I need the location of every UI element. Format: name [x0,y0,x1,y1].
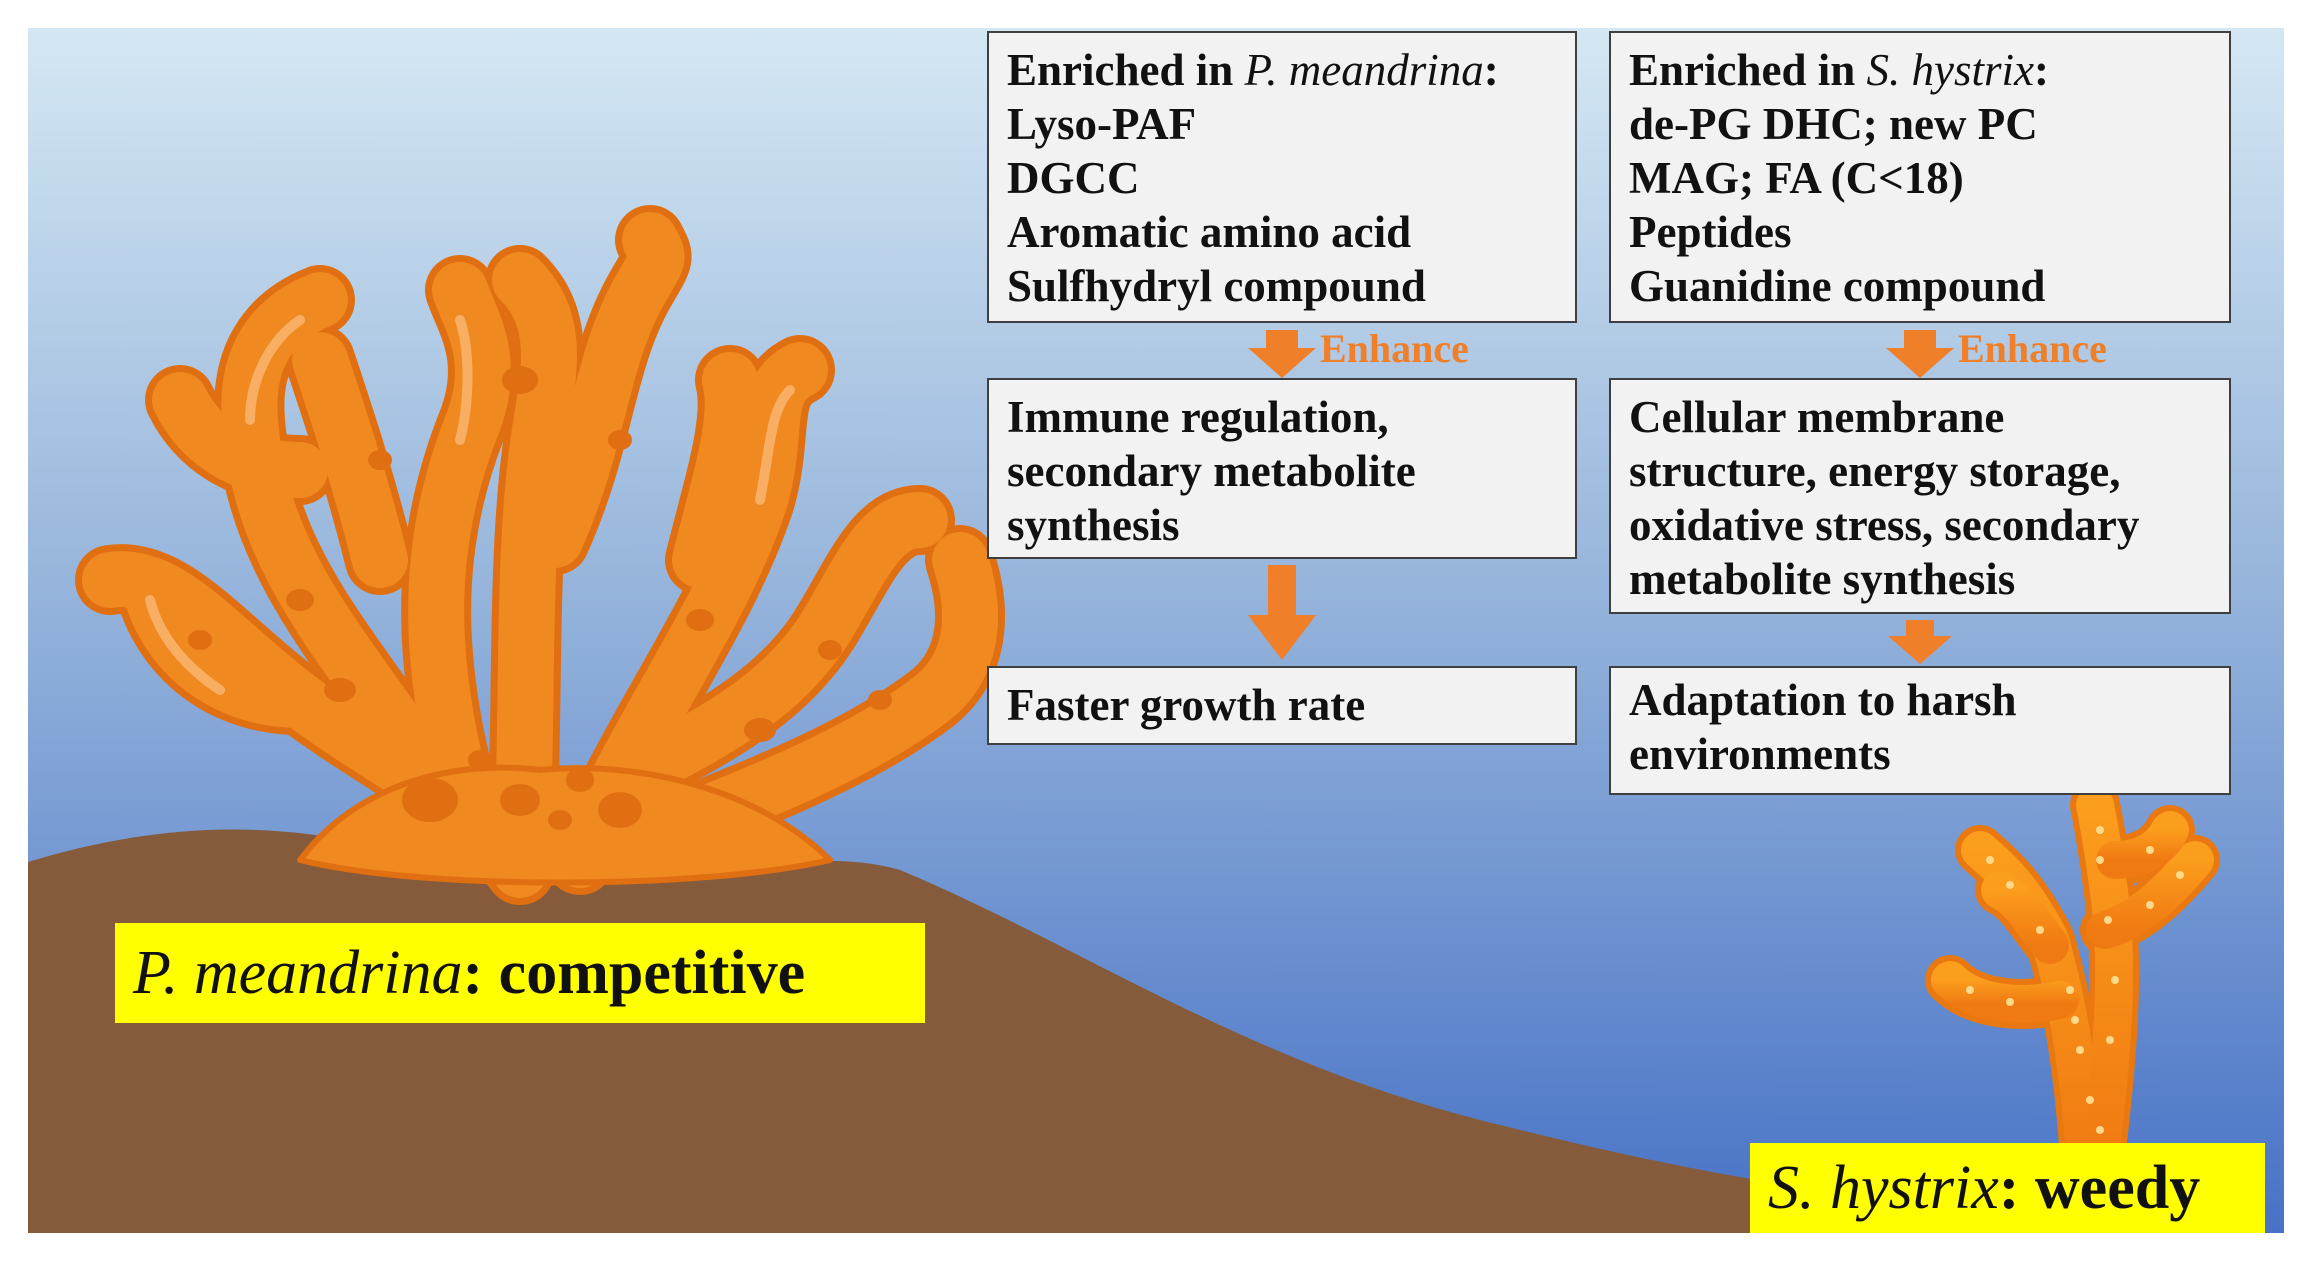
enriched-heading-species: P. meandrina [1244,45,1484,95]
enriched-item: Lyso-PAF [1007,99,1197,149]
outcome-line: Faster growth rate [1007,680,1366,730]
outcome-line: environments [1629,729,1891,779]
species-label-left: P. meandrina: competitive [115,923,925,1023]
enriched-item: de-PG DHC; new PC [1629,99,2038,149]
arrows [1248,330,1954,664]
enriched-heading-prefix: Enriched in [1629,45,1867,95]
function-line: oxidative stress, secondary [1629,500,2140,550]
enhance-label-right: Enhance [1958,326,2107,371]
outcome-box-left: Faster growth rate [987,666,1577,745]
function-box-left: Immune regulation, secondary metabolite … [987,378,1577,559]
enriched-item: Sulfhydryl compound [1007,261,1426,311]
enriched-heading-species: S. hystrix [1866,45,2035,95]
function-line: synthesis [1007,500,1180,550]
outcome-box-right: Adaptation to harsh environments [1609,666,2231,795]
outcome-line: Adaptation to harsh [1629,675,2017,725]
enhance-label-left: Enhance [1320,326,1469,371]
function-line: Immune regulation, [1007,392,1389,442]
p-meandrina-coral [75,205,1005,905]
s-hystrix-coral [1925,780,2220,1185]
arrow-left-2 [1248,565,1316,660]
enriched-item: MAG; FA (C<18) [1629,153,1964,203]
arrow-right-1 [1886,330,1954,378]
species-suffix-left: : competitive [462,939,806,1007]
enriched-item: Guanidine compound [1629,261,2046,311]
enriched-item: DGCC [1007,153,1140,203]
enriched-s-hystrix-box: Enriched in S. hystrix: de-PG DHC; new P… [1609,31,2231,323]
function-box-right: Cellular membrane structure, energy stor… [1609,378,2231,614]
function-line: metabolite synthesis [1629,554,2016,604]
enriched-heading-prefix: Enriched in [1007,45,1245,95]
species-name-left: P. meandrina [133,939,463,1007]
enriched-heading-right: Enriched in S. hystrix: [1629,43,2211,97]
arrow-left-1 [1248,330,1316,378]
function-line: Cellular membrane [1629,392,2005,442]
enriched-heading-left: Enriched in P. meandrina: [1007,43,1557,97]
function-line: secondary metabolite [1007,446,1416,496]
enriched-item: Peptides [1629,207,1792,257]
enriched-p-meandrina-box: Enriched in P. meandrina: Lyso-PAF DGCC … [987,31,1577,323]
arrow-right-2 [1888,620,1952,664]
enriched-heading-suffix: : [1483,45,1499,95]
species-label-right: S. hystrix: weedy [1750,1143,2265,1233]
enriched-item: Aromatic amino acid [1007,207,1412,257]
enriched-heading-suffix: : [2034,45,2050,95]
species-suffix-right: : weedy [1998,1154,2201,1222]
species-name-right: S. hystrix [1768,1154,1999,1222]
function-line: structure, energy storage, [1629,446,2121,496]
